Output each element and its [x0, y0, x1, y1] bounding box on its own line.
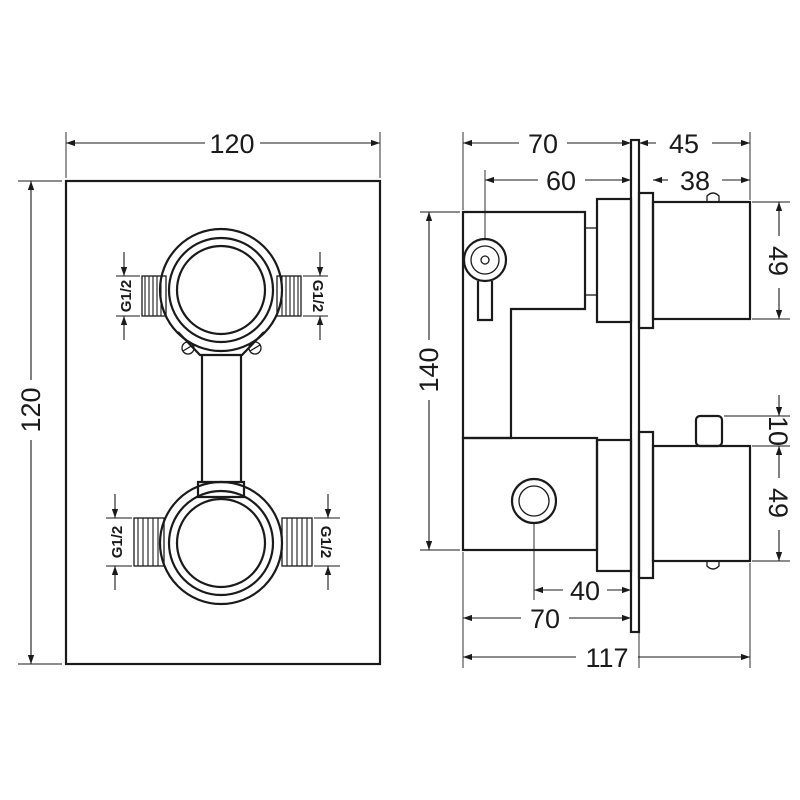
side-cover-plate — [629, 138, 641, 634]
side-top-label-70: 70 — [528, 129, 558, 159]
lower-handle — [651, 444, 752, 563]
side-bottom-dim-117: 117 — [463, 563, 751, 673]
side-top-dim-38: 38 — [653, 166, 750, 196]
front-height-dimension: 120 — [16, 180, 62, 665]
side-top-label-38: 38 — [680, 166, 710, 196]
side-top-dim-60: 60 — [484, 166, 631, 238]
side-bottom-dim-40: 40 — [533, 523, 631, 606]
side-bottom-dim-70: 70 — [462, 552, 631, 668]
side-bottom-label-117: 117 — [585, 643, 628, 673]
thread-label-upper-left: G1/2 — [118, 280, 135, 313]
thread-dim-lower-right: G1/2 — [314, 494, 340, 590]
side-right-label-10: 10 — [763, 416, 793, 446]
side-height-label: 140 — [414, 347, 444, 392]
upper-port — [462, 237, 508, 322]
lower-port — [510, 477, 558, 525]
thread-dim-upper-left: G1/2 — [116, 252, 140, 340]
side-view: 70 45 60 38 140 — [414, 129, 793, 673]
lower-escutcheon — [637, 430, 655, 580]
side-right-dim-49-bottom: 49 — [752, 462, 793, 562]
upper-cartridge — [595, 197, 633, 324]
upper-valve-body — [158, 227, 284, 357]
connecting-pipe — [200, 355, 243, 482]
side-right-label-49-top: 49 — [763, 246, 793, 276]
front-width-label: 120 — [209, 129, 254, 159]
thread-port-upper-right — [276, 275, 302, 317]
side-top-dim-70: 70 — [462, 129, 631, 210]
lower-cartridge — [595, 438, 633, 573]
side-right-dim-49-top: 49 — [752, 201, 793, 320]
side-right-dim-10: 10 — [724, 395, 793, 462]
front-view: 120 120 — [16, 129, 382, 666]
thread-label-lower-left: G1/2 — [109, 526, 126, 559]
side-bottom-label-40: 40 — [570, 576, 600, 606]
thread-label-upper-right: G1/2 — [309, 280, 326, 313]
side-top-dim-45: 45 — [639, 129, 751, 200]
side-top-label-45: 45 — [669, 129, 699, 159]
screw-left-upper — [181, 341, 195, 355]
lower-handle-button — [694, 414, 724, 448]
upper-handle — [651, 200, 752, 321]
thread-dim-upper-right: G1/2 — [303, 252, 328, 340]
thread-port-lower-right — [281, 517, 313, 567]
front-width-dimension: 120 — [65, 129, 381, 178]
thread-dim-lower-left: G1/2 — [106, 494, 132, 590]
upper-escutcheon — [637, 191, 655, 330]
thread-label-lower-right: G1/2 — [317, 526, 334, 559]
side-right-label-49-bottom: 49 — [763, 488, 793, 518]
side-top-label-60: 60 — [546, 166, 576, 196]
screw-right-upper — [248, 341, 262, 355]
cover-plate — [64, 179, 382, 666]
side-height-dimension: 140 — [414, 211, 460, 551]
thread-port-upper-left — [141, 275, 167, 317]
lower-valve-body — [158, 480, 284, 606]
thread-port-lower-left — [133, 517, 165, 567]
side-bottom-label-70: 70 — [530, 604, 560, 634]
front-height-label: 120 — [16, 387, 46, 432]
